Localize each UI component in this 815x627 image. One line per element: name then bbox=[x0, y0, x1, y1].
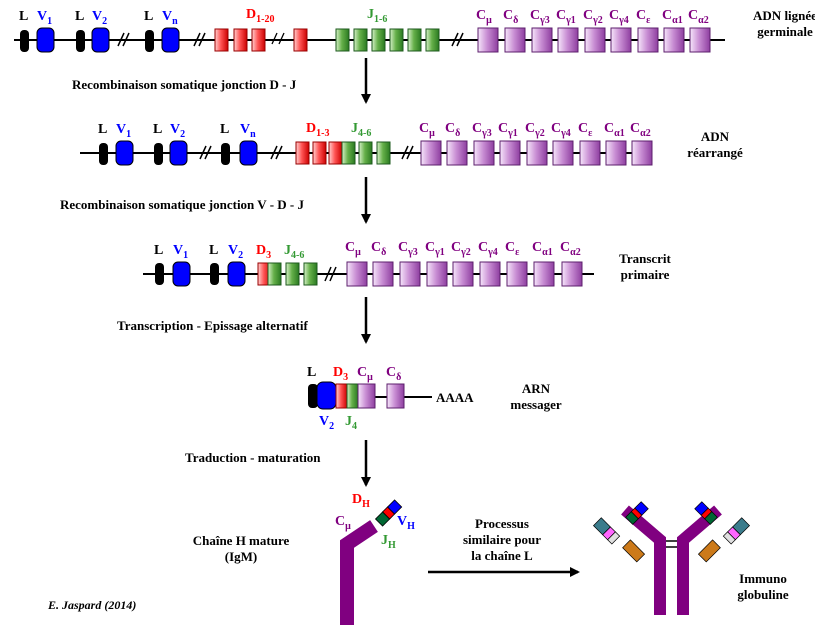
v-gene-label: V2 bbox=[92, 9, 107, 27]
c-gene-label: Cγ3 bbox=[530, 8, 550, 26]
heavy-chain-subtitle: (IgM) bbox=[225, 549, 258, 564]
l-gene-label: L bbox=[220, 122, 229, 137]
row-title-line1: Transcrit bbox=[619, 251, 671, 266]
row-title-line1: ADN lignée bbox=[753, 8, 815, 23]
l-gene-label: L bbox=[98, 122, 107, 137]
j-segment-label: J1-6 bbox=[367, 7, 387, 25]
v-gene-label: V2 bbox=[170, 122, 185, 140]
v-gene-label: V1 bbox=[116, 122, 131, 140]
c-gene-label: Cγ3 bbox=[472, 121, 492, 139]
row-title-line2: primaire bbox=[621, 267, 670, 282]
row-primary-transcript: L L V1 V2 D3 J4-6 Cμ Cδ Cγ3 Cγ1 Cγ2 Cγ4 Cε Cα1 C… bbox=[143, 240, 672, 287]
c-gene-label: Cμ bbox=[419, 121, 435, 139]
d-segment-label: D3 bbox=[333, 365, 348, 383]
poly-a-tail: AAAA bbox=[436, 390, 474, 405]
c-gene-label: Cγ1 bbox=[498, 121, 518, 139]
c-gene-label: Cα1 bbox=[604, 121, 625, 139]
mature-heavy-chain: DH VH Cμ JH Chaîne H mature (IgM) bbox=[193, 492, 415, 625]
l-gene-label: L bbox=[19, 9, 28, 24]
step-label: Recombinaison somatique jonction D - J bbox=[72, 77, 297, 92]
c-gene-label: Cε bbox=[636, 8, 651, 26]
d-segment-label: D3 bbox=[256, 243, 271, 261]
v-gene-label: Vn bbox=[240, 122, 256, 140]
v-gene-label: Vn bbox=[162, 9, 178, 27]
v-gene-label: V1 bbox=[37, 9, 52, 27]
c-gene-label: Cδ bbox=[503, 8, 518, 26]
c-gene-label: Cε bbox=[578, 121, 593, 139]
c-gene-label: Cγ1 bbox=[556, 8, 576, 26]
c-gene-label: Cμ bbox=[345, 240, 361, 258]
row-title-line2: germinale bbox=[757, 24, 813, 39]
j-segment-label: J4 bbox=[345, 414, 357, 432]
c-gene-label: Cα1 bbox=[532, 240, 553, 258]
l-gene-label: L bbox=[209, 243, 218, 258]
heavy-chain-title: Chaîne H mature bbox=[193, 533, 290, 548]
row-title-line2: messager bbox=[510, 397, 561, 412]
c-gene-label: Cγ2 bbox=[583, 8, 603, 26]
c-gene-label: Cε bbox=[505, 240, 520, 258]
step-label: Transcription - Epissage alternatif bbox=[117, 318, 308, 333]
step-label: Traduction - maturation bbox=[185, 450, 321, 465]
c-gene-label: Cγ4 bbox=[551, 121, 571, 139]
row-germline-dna: L L L V1 V2 Vn D1-20 J1-6 Cμ Cδ Cγ3 Cγ1 Cγ2 C… bbox=[14, 7, 815, 53]
d-segment-label: D1-20 bbox=[246, 7, 274, 25]
step-label: Recombinaison somatique jonction V - D -… bbox=[60, 197, 305, 212]
jh-label: JH bbox=[381, 533, 396, 551]
svg-text:Processus: Processus bbox=[475, 516, 529, 531]
c-mu-label: Cμ bbox=[357, 365, 373, 383]
c-delta-label: Cδ bbox=[386, 365, 401, 383]
d-segment-label: D1-3 bbox=[306, 121, 329, 139]
c-gene-label: Cγ2 bbox=[525, 121, 545, 139]
dh-label: DH bbox=[352, 492, 370, 510]
c-gene-label: Cα2 bbox=[688, 8, 709, 26]
v-gene-label: V2 bbox=[319, 414, 334, 432]
c-gene-label: Cγ2 bbox=[451, 240, 471, 258]
l-gene-label: L bbox=[307, 365, 316, 380]
c-gene-label: Cα1 bbox=[662, 8, 683, 26]
ig-label-line1: Immuno bbox=[739, 571, 787, 586]
svg-text:la chaîne L: la chaîne L bbox=[471, 548, 533, 563]
author-signature: E. Jaspard (2014) bbox=[47, 598, 136, 612]
l-gene-label: L bbox=[154, 243, 163, 258]
l-gene-label: L bbox=[75, 9, 84, 24]
v-gene-label: V2 bbox=[228, 243, 243, 261]
vh-label: VH bbox=[397, 514, 415, 532]
svg-text:similaire pour: similaire pour bbox=[463, 532, 541, 547]
ig-label-line2: globuline bbox=[737, 587, 789, 602]
l-gene-label: L bbox=[153, 122, 162, 137]
c-gene-label: Cα2 bbox=[560, 240, 581, 258]
c-gene-label: Cδ bbox=[371, 240, 386, 258]
c-gene-label: Cγ4 bbox=[609, 8, 629, 26]
c-gene-label: Cγ1 bbox=[425, 240, 445, 258]
row-messenger-rna: L D3 Cμ Cδ V2 J4 AAAA ARN messager bbox=[307, 365, 562, 432]
c-mu-label: Cμ bbox=[335, 514, 351, 532]
immunoglobulin: Immuno globuline bbox=[592, 501, 789, 615]
c-gene-label: Cγ4 bbox=[478, 240, 498, 258]
c-gene-label: Cδ bbox=[445, 121, 460, 139]
c-gene-label: Cμ bbox=[476, 8, 492, 26]
row-title-line1: ARN bbox=[522, 381, 551, 396]
process-note: Processus similaire pour la chaîne L bbox=[428, 516, 580, 577]
row-rearranged-dna: L L L V1 V2 Vn D1-3 J4-6 Cμ Cδ Cγ3 Cγ1 Cγ2 Cγ… bbox=[80, 121, 743, 166]
v-gene-label: V1 bbox=[173, 243, 188, 261]
c-gene-label: Cγ3 bbox=[398, 240, 418, 258]
j-segment-label: J4-6 bbox=[351, 121, 371, 139]
row-title-line1: ADN bbox=[701, 129, 730, 144]
l-gene-label: L bbox=[144, 9, 153, 24]
j-segment-label: J4-6 bbox=[284, 243, 304, 261]
row-title-line2: réarrangé bbox=[687, 145, 743, 160]
c-gene-label: Cα2 bbox=[630, 121, 651, 139]
